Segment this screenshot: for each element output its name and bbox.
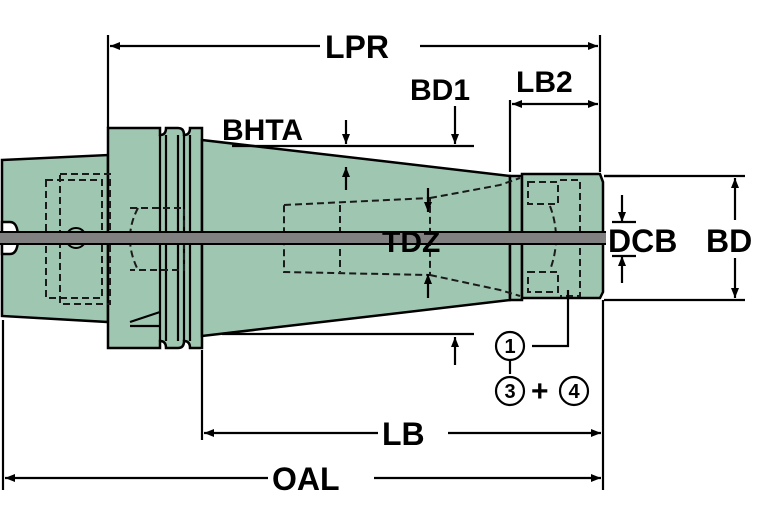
callout-plus: + [531,375,549,408]
callout-4: 4 [568,381,580,403]
callout-3: 3 [504,381,515,403]
dimension-labels: LPR BD1 LB2 BHTA TDZ DCB BD LB OAL [222,29,752,497]
label-oal: OAL [272,461,340,497]
label-lpr: LPR [325,29,389,65]
label-lb2: LB2 [516,66,573,99]
callout-circle-3 [494,375,526,407]
label-bhta: BHTA [222,114,303,147]
callout-1: 1 [504,336,515,358]
dimension-lines [1,35,745,490]
label-bd1: BD1 [410,74,470,107]
center-axis [0,231,606,245]
callout-circle-4 [558,375,590,407]
callouts: 1 3 + 4 [494,330,590,408]
label-dcb: DCB [608,223,677,259]
label-tdz: TDZ [382,226,440,259]
label-lb: LB [382,416,425,452]
callout-circle-1 [494,330,526,362]
label-bd: BD [706,223,752,259]
